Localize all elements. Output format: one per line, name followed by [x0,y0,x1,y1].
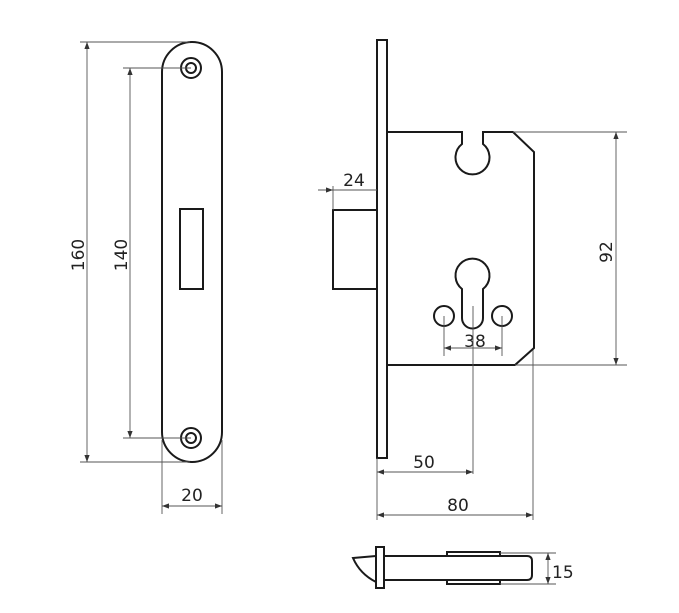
dim-15: 15 [500,552,574,585]
dim-140: 140 [112,67,191,439]
svg-text:20: 20 [181,486,203,506]
svg-text:24: 24 [343,171,365,191]
svg-text:140: 140 [112,239,132,271]
dim-20: 20 [161,440,223,514]
strike-slot [179,208,204,290]
lock-body [332,39,535,459]
dim-24: 24 [318,171,377,210]
cylinder-hole [454,257,491,330]
bolt-side-view [351,546,533,589]
svg-text:80: 80 [447,496,469,516]
strike-plate [161,41,223,463]
svg-text:160: 160 [69,239,89,271]
bolt [332,209,378,290]
svg-text:38: 38 [464,332,486,352]
svg-text:15: 15 [552,563,574,583]
dim-160: 160 [69,41,190,463]
dim-92: 92 [513,131,627,366]
dim-80: 80 [377,350,534,520]
dim-50: 50 [376,306,474,520]
svg-text:50: 50 [413,453,435,473]
svg-text:92: 92 [597,241,617,263]
faceplate [376,39,388,459]
